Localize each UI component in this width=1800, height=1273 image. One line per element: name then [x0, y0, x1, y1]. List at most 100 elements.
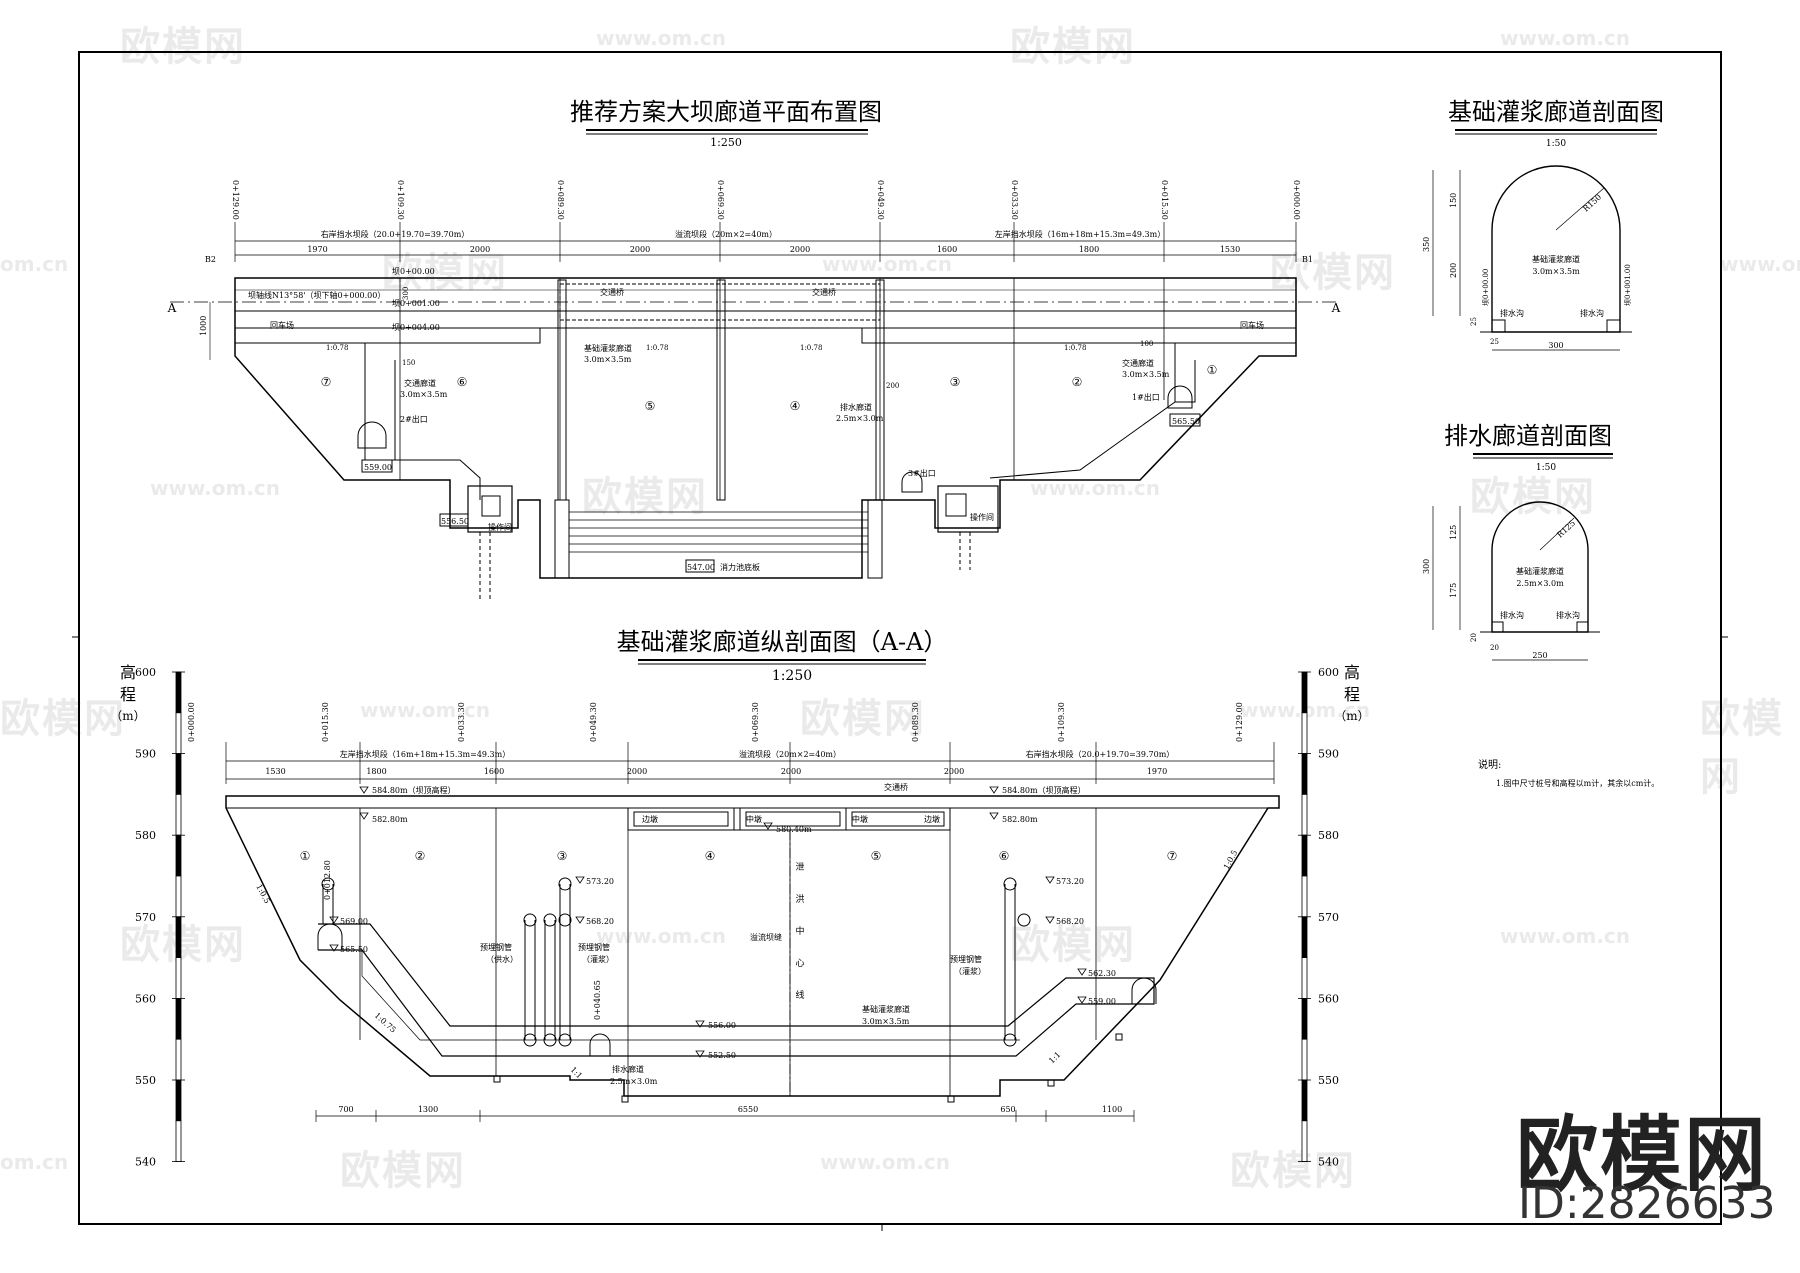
plan-axis-mid: 坝0+001.00	[392, 299, 440, 308]
grout-gallery-size: 3.0m×3.5m	[1532, 267, 1580, 276]
elev-axis-unit: （m）	[1334, 709, 1369, 723]
watermark-url: www.om.cn	[360, 698, 491, 722]
profile-elev-marks: 584.80m（坝顶高程） 584.80m（坝顶高程） 582.80m 582.…	[340, 785, 1116, 1060]
plan-segment-label: 右岸挡水坝段（20.0+19.70=39.70m）	[321, 229, 470, 239]
profile-segment-label: 溢流坝段（20m×2=40m）	[739, 749, 841, 759]
profile-station-label: 0+049.30	[589, 702, 598, 742]
plan-b1: B1	[1302, 255, 1313, 264]
plan-bridge-label: 交通桥	[812, 287, 836, 297]
elev-axis-tick-label: 560	[1318, 992, 1339, 1005]
grout-elev-right: 坝0+001.00	[1623, 264, 1632, 306]
profile-station-label: 0+069.30	[751, 702, 760, 742]
elev-axis-segment	[1301, 712, 1308, 754]
profile-dim-bottom-label: 6550	[738, 1105, 758, 1114]
profile-grout-size: 3.0m×3.5m	[862, 1017, 910, 1026]
plan-traffic-left: 交通廊道	[404, 378, 436, 388]
profile-block-numbers: ① ② ③ ④ ⑤ ⑥ ⑦	[300, 849, 1178, 863]
svg-text:565.50: 565.50	[340, 945, 368, 954]
elev-axis-segment	[175, 834, 182, 877]
elev-axis-tick-label: 580	[135, 829, 156, 842]
plan-dim-100: 100	[1140, 340, 1153, 348]
svg-text:⑦: ⑦	[321, 375, 332, 389]
svg-text:②: ②	[1072, 375, 1083, 389]
plan-segment-label: 溢流坝段（20m×2=40m）	[675, 229, 777, 239]
gate-label: 中墩	[746, 814, 762, 824]
svg-text:580.40m: 580.40m	[776, 825, 812, 834]
plan-gallery-left-vertical	[364, 343, 396, 461]
drain-gallery-outline	[1491, 501, 1589, 633]
watermark-url: om.cn	[0, 252, 69, 276]
notes-title: 说明:	[1478, 758, 1501, 771]
svg-text:584.80m（坝顶高程）: 584.80m（坝顶高程）	[1002, 785, 1086, 795]
plan-exit-shape	[901, 471, 923, 493]
watermark-logo: 欧模网	[382, 250, 508, 296]
elev-axis-label: 程	[120, 685, 136, 704]
profile-dim-label: 1600	[484, 767, 504, 776]
elev-axis-segment	[1301, 875, 1308, 918]
plan-stilling-lines	[569, 511, 868, 553]
plan-dim-label: 1600	[937, 245, 957, 254]
drain-h-total: 300	[1422, 559, 1431, 574]
plan-exit-2: 2#出口	[400, 414, 428, 424]
profile-exit-left	[317, 923, 343, 950]
svg-text:1:0.78: 1:0.78	[1064, 344, 1086, 352]
plan-title: 推荐方案大坝廊道平面布置图	[570, 98, 882, 126]
plan-exit-1: 1#出口	[1132, 392, 1160, 402]
plan-op-room-inner	[945, 493, 967, 517]
elev-axis-tick-label: 600	[135, 666, 156, 679]
plan-op-room	[937, 485, 999, 533]
plan-station-label: 0+109.30	[396, 180, 405, 220]
elev-axis-segment	[175, 1038, 182, 1081]
svg-text:⑥: ⑥	[457, 375, 468, 389]
elev-axis-segment	[1301, 998, 1308, 1040]
watermark-logo: 欧模网	[1010, 24, 1136, 70]
svg-text:1:0.78: 1:0.78	[800, 344, 822, 352]
plan-b2: B2	[205, 255, 216, 264]
elev-axis-segment	[1301, 834, 1308, 877]
drain-ditch-label: 排水沟	[1500, 610, 1524, 620]
profile-pipe-right-sub: （灌浆）	[954, 966, 986, 976]
watermark-url: www.om.cn	[1720, 252, 1800, 276]
plan-traffic-right-size: 3.0m×3.5m	[1122, 370, 1170, 379]
brand-logo-text: 欧模网	[1516, 1108, 1769, 1203]
watermark-url: www.om.cn	[596, 26, 727, 50]
grout-section: 基础灌浆廊道剖面图 1:50 R150 基础灌浆廊道 3.0m×3.5m 排水沟…	[1422, 98, 1664, 351]
grout-h-total: 350	[1422, 237, 1431, 252]
plan-op-room-label: 操作间	[970, 512, 994, 522]
profile-scale: 1:250	[772, 668, 812, 684]
profile-dim-bottom-label: 1100	[1102, 1105, 1122, 1114]
grout-width: 300	[1548, 341, 1563, 350]
elev-axis-tick-label: 580	[1318, 829, 1339, 842]
elev-axis-segment	[1301, 916, 1308, 958]
elev-axis-segment	[1301, 1038, 1308, 1081]
svg-text:568.20: 568.20	[586, 917, 614, 926]
profile-station-label: 0+015.30	[321, 702, 330, 742]
plan-slopes: 1:0.78 1:0.78 1:0.78 1:0.78	[326, 344, 1086, 352]
elev-axis-tick-label: 590	[1318, 748, 1339, 761]
profile-bridge: 交通桥	[884, 782, 908, 792]
watermark-logo: 欧模网	[1230, 1148, 1356, 1194]
drain-section-scale: 1:50	[1536, 463, 1556, 473]
profile-pipe-mid-sub: （灌浆）	[582, 954, 614, 964]
svg-text:线: 线	[795, 989, 804, 1001]
elev-axis-segment	[175, 1079, 182, 1122]
drain-width: 250	[1532, 651, 1547, 660]
profile-foundation-marks	[493, 1033, 1123, 1103]
watermark-logo: 欧模网	[1010, 922, 1136, 968]
elev-axis-label: 程	[1344, 685, 1360, 704]
watermark-url: om.cn	[0, 1150, 69, 1174]
elev-axis-tick-label: 600	[1318, 666, 1339, 679]
grout-h-bot: 25	[1470, 317, 1478, 326]
svg-text:心: 心	[795, 958, 804, 969]
profile-joint-label: 溢流坝缝	[750, 932, 782, 942]
drain-h-mid: 175	[1449, 583, 1458, 598]
grout-w-ditch: 25	[1490, 338, 1499, 346]
profile-station-label: 0+109.30	[1057, 702, 1066, 742]
plan-elev-left-exit: 559.00	[364, 463, 392, 472]
watermark-logo: 欧模网	[340, 1148, 466, 1194]
plan-car-left: 回车场	[270, 320, 294, 330]
profile-drain-label: 排水廊道	[612, 1064, 644, 1074]
profile-dim-label: 2000	[781, 767, 801, 776]
